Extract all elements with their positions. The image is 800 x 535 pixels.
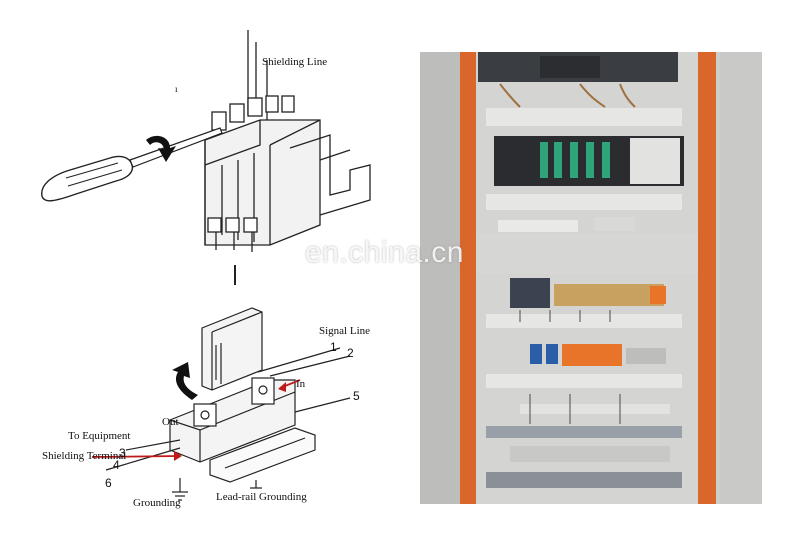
callout-1: 1 [330,340,337,354]
screwdriver-icon [41,127,223,202]
spd-mounting-diagram [41,30,371,285]
callout-6: 6 [105,476,112,490]
out-label: Out [162,416,179,428]
in-label: In [296,378,306,390]
callout-5: 5 [353,389,360,403]
shielding-line-label: Shielding Line [262,56,328,68]
callout-2: 2 [347,346,354,360]
grounding-label: Grounding [133,497,181,509]
watermark-text: en.china.cn [305,236,464,269]
to-equipment-label: To Equipment [68,430,131,442]
callout-4: 4 [113,458,120,472]
control-cabinet-photo [420,52,762,504]
lift-arrow-icon [172,362,198,400]
signal-line-label: Signal Line [319,325,371,337]
shield-arrow-icon [91,455,181,458]
spd-base-diagram [91,307,351,501]
callout-3: 3 [119,446,126,460]
shielding-terminal-label: Shielding Terminal [42,450,127,462]
rotate-arrow-icon [146,135,176,162]
lead-rail-grounding-label: Lead-rail Grounding [216,491,307,503]
small-mark: ı [175,84,178,94]
